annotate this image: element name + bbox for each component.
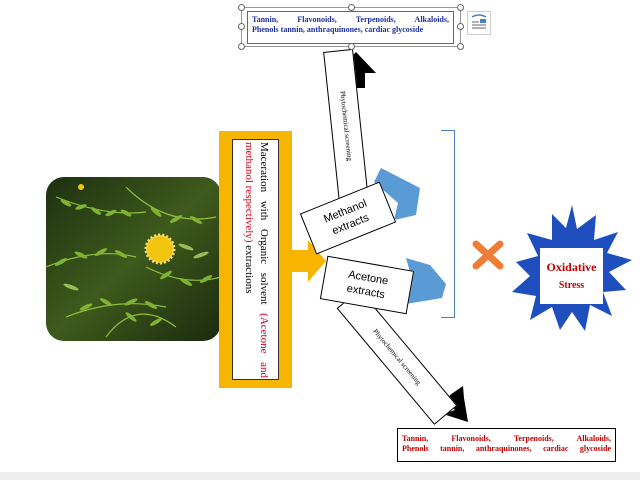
bracket-line xyxy=(441,130,455,318)
resize-handle[interactable] xyxy=(348,4,355,11)
acetone-extracts-label: Acetone extracts xyxy=(345,268,390,302)
result-bottom-box: Tannin, Flavonoids, Terpenoids, Alkaloid… xyxy=(397,428,616,462)
bottom-strip xyxy=(0,472,640,480)
resize-handle[interactable] xyxy=(348,43,355,50)
oxidative-label-line1: Oxidative xyxy=(546,260,597,274)
black-arrow-up xyxy=(336,52,376,88)
mimosa-plant-photo xyxy=(46,177,221,341)
result-top-line2: Phenols tannin, anthraquinones, cardiac … xyxy=(252,25,424,34)
resize-handle[interactable] xyxy=(238,4,245,11)
result-top-line1: Tannin, Flavonoids, Terpenoids, Alkaloid… xyxy=(252,15,449,24)
resize-handle[interactable] xyxy=(457,4,464,11)
oxidative-label-line2: Stress xyxy=(558,280,585,291)
resize-handle[interactable] xyxy=(238,23,245,30)
result-top-box[interactable]: Tannin, Flavonoids, Terpenoids, Alkaloid… xyxy=(247,11,454,44)
resize-handle[interactable] xyxy=(457,23,464,30)
oxidative-stress-label: Oxidative Stress xyxy=(540,248,603,304)
blue-arrow-top xyxy=(374,168,420,220)
result-bottom-line1: Tannin, Flavonoids, Terpenoids, Alkaloid… xyxy=(402,434,611,443)
yellow-arrow xyxy=(292,240,326,282)
screening-top-label: Phytochemical screening xyxy=(338,90,354,162)
resize-handle[interactable] xyxy=(238,43,245,50)
result-bottom-line2: Phenols tannin, anthraquinones, cardiac … xyxy=(402,444,611,453)
maceration-inner-box: Maceration with Organic solvent (Acetone… xyxy=(232,139,279,380)
maceration-box: Maceration with Organic solvent (Acetone… xyxy=(219,131,292,388)
layout-options-icon[interactable] xyxy=(467,11,491,35)
resize-handle[interactable] xyxy=(457,43,464,50)
cross-icon xyxy=(472,240,504,270)
